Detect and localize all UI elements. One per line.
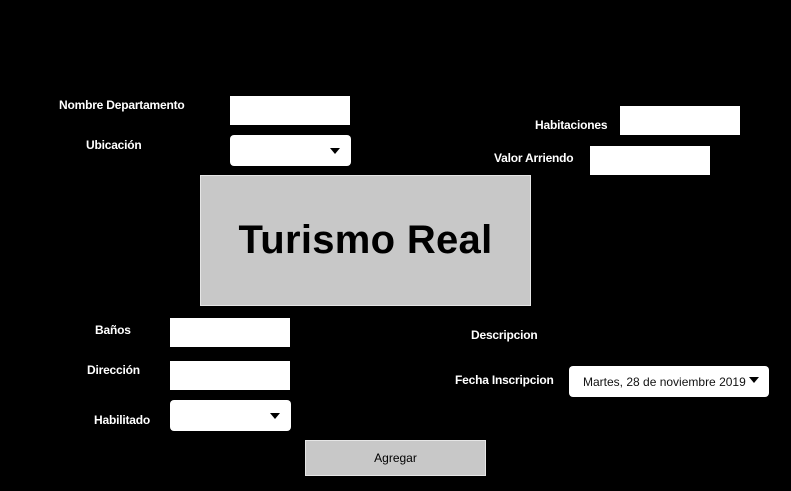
chevron-down-icon: [330, 148, 340, 154]
banos-input[interactable]: [170, 318, 290, 347]
valor-arriendo-label: Valor Arriendo: [494, 151, 574, 165]
chevron-down-icon: [270, 413, 280, 419]
banner-title: Turismo Real: [238, 218, 493, 262]
nombre-departamento-input[interactable]: [230, 96, 350, 125]
chevron-down-icon[interactable]: [749, 377, 759, 383]
direccion-input[interactable]: [170, 361, 290, 390]
habitaciones-input[interactable]: [620, 106, 740, 135]
agregar-button[interactable]: Agregar: [305, 440, 486, 476]
habilitado-select[interactable]: [170, 400, 291, 431]
ubicacion-label: Ubicación: [86, 138, 142, 152]
descripcion-label: Descripcion: [471, 328, 538, 342]
fecha-inscripcion-label: Fecha Inscripcion: [455, 373, 554, 387]
turismo-real-banner: Turismo Real: [200, 175, 531, 306]
valor-arriendo-input[interactable]: [590, 146, 710, 175]
ubicacion-select[interactable]: [230, 135, 351, 166]
direccion-label: Dirección: [87, 363, 140, 377]
fecha-inscripcion-date-picker[interactable]: Martes, 28 de noviembre 2019: [569, 366, 769, 397]
nombre-departamento-label: Nombre Departamento: [59, 98, 185, 112]
fecha-inscripcion-value: Martes, 28 de noviembre 2019: [583, 375, 746, 389]
banos-label: Baños: [95, 323, 131, 337]
habitaciones-label: Habitaciones: [535, 118, 608, 132]
habilitado-label: Habilitado: [94, 413, 151, 427]
